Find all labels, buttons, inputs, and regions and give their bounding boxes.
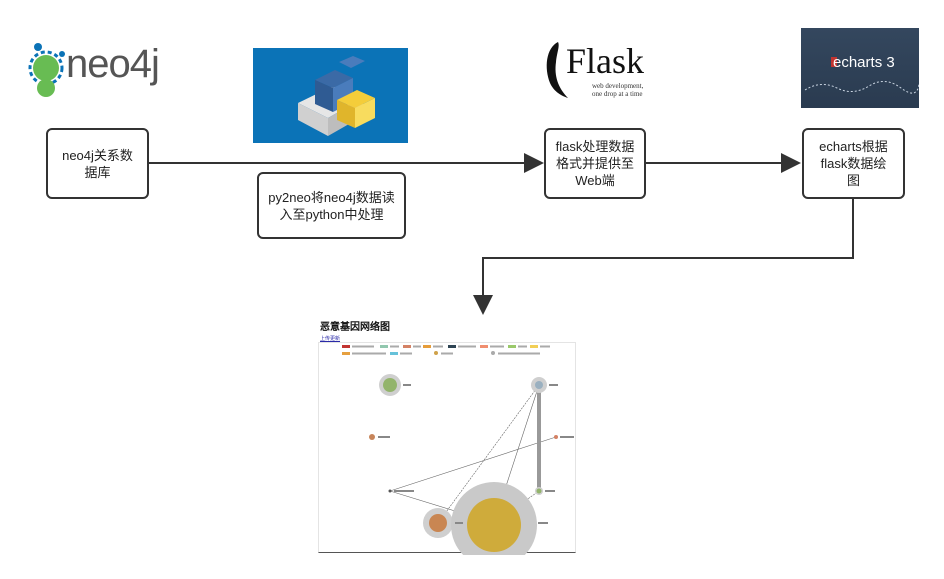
echarts-wave-icon [804, 57, 919, 94]
graph-node-3 [369, 434, 375, 440]
graph-nodes [369, 374, 558, 555]
node-py2neo: py2neo将neo4j数据读入至python中处理 [257, 172, 406, 239]
graph-node-5 [388, 489, 392, 493]
chart-frame [318, 342, 576, 553]
flask-wordmark: Flask [566, 41, 645, 81]
node-echarts-label: echarts根据flask数据绘图 [819, 139, 888, 188]
network-graph [342, 345, 574, 555]
echarts-logo: echarts 3 [801, 28, 919, 108]
graph-node-1-core [383, 378, 397, 392]
graph-node-labels [378, 384, 574, 524]
node-neo4j-database: neo4j关系数据库 [46, 128, 149, 199]
node-echarts: echarts根据flask数据绘图 [802, 128, 905, 199]
neo4j-wordmark: neo4j [66, 42, 160, 86]
result-link[interactable]: 上传更新 [320, 336, 341, 342]
result-title: 恶意基因网络图 [320, 322, 390, 333]
neo4j-logo: neo4j [26, 40, 166, 98]
python-logo [253, 48, 408, 143]
graph-legend [342, 345, 550, 355]
result-screenshot: 恶意基因网络图 上传更新 [318, 315, 646, 555]
graph-node-7-core [429, 514, 447, 532]
python-cubes-icon [298, 56, 375, 136]
node-neo4j-database-label: neo4j关系数据库 [62, 147, 133, 180]
neo4j-graph-icon [28, 43, 65, 97]
node-flask: flask处理数据格式并提供至Web端 [544, 128, 646, 199]
graph-node-8-core [467, 498, 521, 552]
flask-horn-icon [546, 42, 568, 98]
node-py2neo-label: py2neo将neo4j数据读入至python中处理 [268, 189, 395, 222]
flask-tagline-2: one drop at a time [592, 90, 643, 98]
graph-node-2-core [535, 381, 543, 389]
flask-logo: Flask web development, one drop at a tim… [540, 38, 645, 100]
flask-tagline-1: web development, [592, 82, 644, 90]
graph-node-4 [554, 435, 558, 439]
node-flask-label: flask处理数据格式并提供至Web端 [555, 139, 635, 188]
graph-node-6-core [536, 488, 542, 494]
arrow-echarts-to-result [473, 199, 854, 315]
echarts-wordmark: echarts 3 [833, 54, 895, 71]
